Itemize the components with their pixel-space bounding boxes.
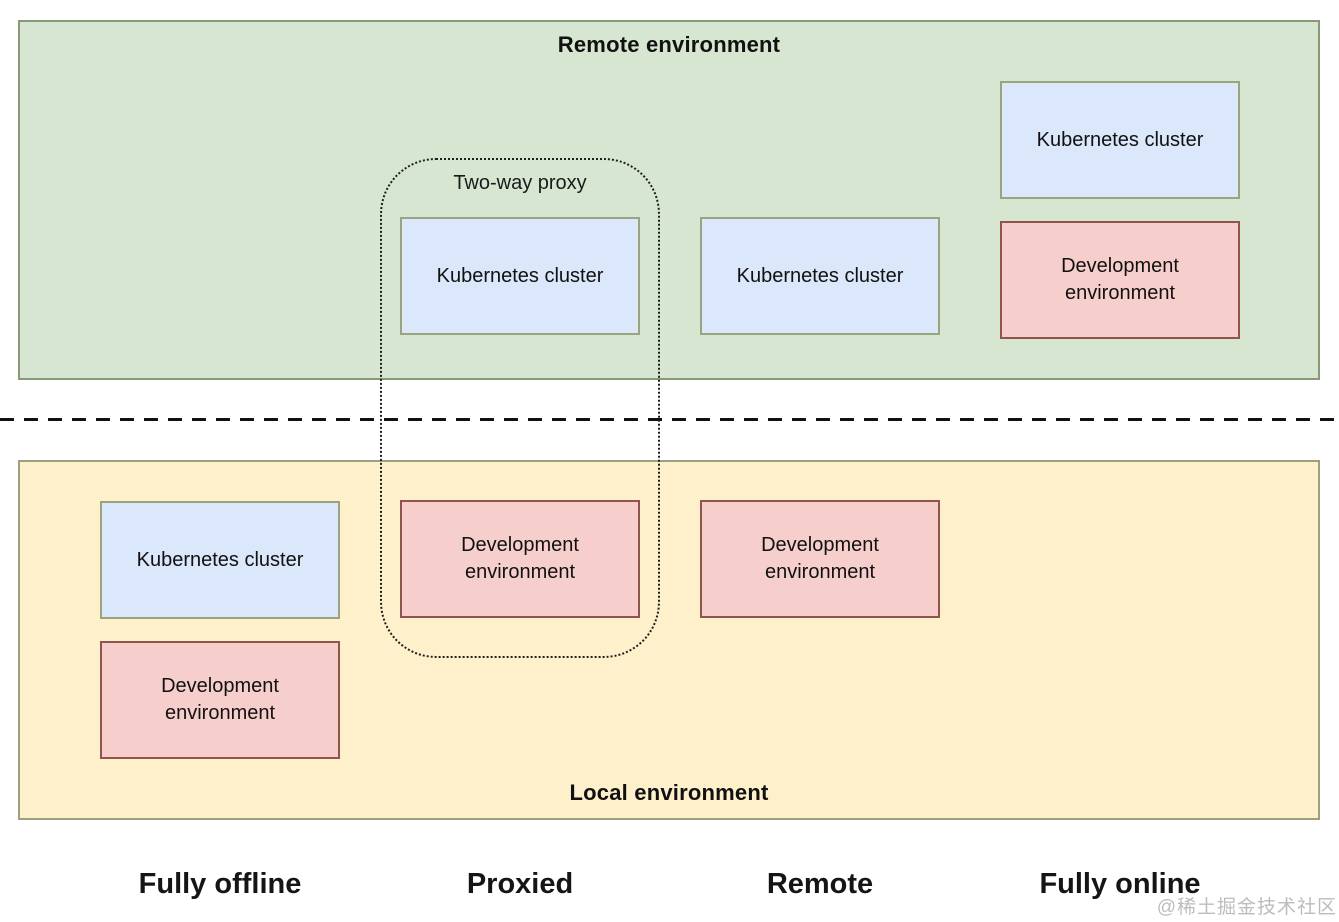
remote-local-divider — [0, 418, 1339, 421]
node-label: Kubernetes cluster — [436, 264, 604, 287]
node-label: Development environment — [1061, 255, 1179, 304]
node-label: Development environment — [461, 534, 579, 583]
column-label-fully-online: Fully online — [1039, 868, 1201, 900]
online-development-environment-box: Development environment — [1000, 221, 1240, 339]
proxied-kubernetes-cluster-box: Kubernetes cluster — [400, 217, 640, 335]
offline-development-environment-box: Development environment — [100, 641, 340, 759]
column-label-fully-offline: Fully offline — [138, 868, 302, 900]
remote-kubernetes-cluster-box: Kubernetes cluster — [700, 217, 940, 335]
column-label-remote: Remote — [766, 868, 874, 900]
watermark-text: @稀土掘金技术社区 — [1156, 897, 1337, 918]
online-kubernetes-cluster-box: Kubernetes cluster — [1000, 81, 1240, 199]
node-label: Development environment — [761, 534, 879, 583]
offline-kubernetes-cluster-box: Kubernetes cluster — [100, 501, 340, 619]
column-label-proxied: Proxied — [466, 868, 574, 900]
node-label: Development environment — [161, 675, 279, 724]
remote-environment-container: Remote environment — [18, 20, 1320, 380]
two-way-proxy-outline: Two-way proxy — [380, 158, 660, 658]
two-way-proxy-label: Two-way proxy — [453, 172, 587, 194]
node-label: Kubernetes cluster — [136, 548, 304, 571]
proxied-development-environment-box: Development environment — [400, 500, 640, 618]
node-label: Kubernetes cluster — [736, 264, 904, 287]
remote-environment-title: Remote environment — [557, 32, 781, 57]
remote-development-environment-box: Development environment — [700, 500, 940, 618]
local-environment-title: Local environment — [569, 780, 769, 805]
local-environment-container: Local environment — [18, 460, 1320, 820]
node-label: Kubernetes cluster — [1036, 128, 1204, 151]
